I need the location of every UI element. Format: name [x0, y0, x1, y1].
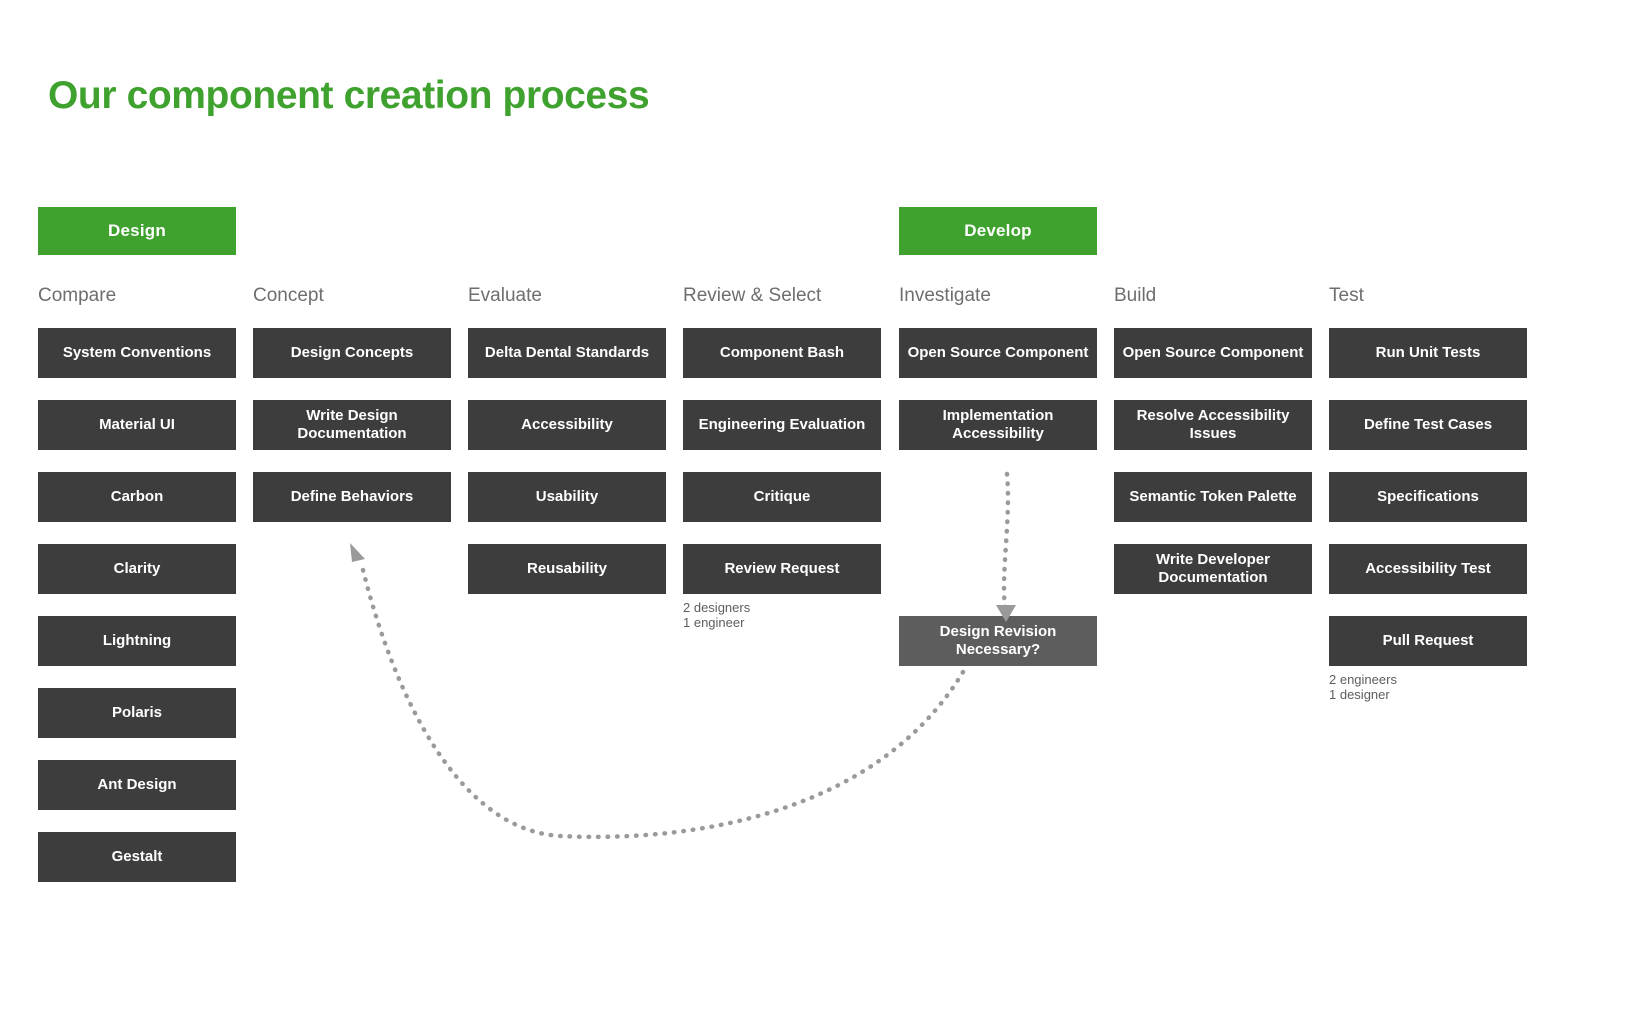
item-semantic-token-palette[interactable]: Semantic Token Palette [1114, 472, 1312, 522]
note-review-line-2: 1 engineer [683, 615, 745, 631]
item-accessibility-test[interactable]: Accessibility Test [1329, 544, 1527, 594]
item-component-bash[interactable]: Component Bash [683, 328, 881, 378]
item-define-behaviors[interactable]: Define Behaviors [253, 472, 451, 522]
column-evaluate: Evaluate Delta Dental Standards Accessib… [468, 286, 666, 616]
page-title: Our component creation process [48, 74, 650, 117]
item-clarity[interactable]: Clarity [38, 544, 236, 594]
arrowhead-up-left-icon [350, 543, 365, 562]
item-gestalt[interactable]: Gestalt [38, 832, 236, 882]
item-implementation-accessibility[interactable]: Implementation Accessibility [899, 400, 1097, 450]
column-concept: Concept Design Concepts Write Design Doc… [253, 286, 451, 544]
item-design-revision-necessary[interactable]: Design Revision Necessary? [899, 616, 1097, 666]
item-delta-dental-standards[interactable]: Delta Dental Standards [468, 328, 666, 378]
column-heading-investigate: Investigate [899, 285, 991, 306]
item-polaris[interactable]: Polaris [38, 688, 236, 738]
spacer-investigate-2 [899, 544, 1097, 594]
item-accessibility[interactable]: Accessibility [468, 400, 666, 450]
item-carbon[interactable]: Carbon [38, 472, 236, 522]
item-usability[interactable]: Usability [468, 472, 666, 522]
column-test: Test Run Unit Tests Define Test Cases Sp… [1329, 286, 1527, 703]
item-open-source-component-build[interactable]: Open Source Component [1114, 328, 1312, 378]
item-engineering-evaluation[interactable]: Engineering Evaluation [683, 400, 881, 450]
note-review-line-1: 2 designers [683, 600, 751, 615]
phase-banner-develop: Develop [899, 207, 1097, 255]
item-design-concepts[interactable]: Design Concepts [253, 328, 451, 378]
item-specifications[interactable]: Specifications [1329, 472, 1527, 522]
column-heading-compare: Compare [38, 285, 117, 306]
column-compare: Compare System Conventions Material UI C… [38, 286, 236, 904]
spacer-investigate-1 [899, 472, 1097, 522]
item-lightning[interactable]: Lightning [38, 616, 236, 666]
phase-banner-design: Design [38, 207, 236, 255]
item-pull-request[interactable]: Pull Request [1329, 616, 1527, 666]
item-write-design-documentation[interactable]: Write Design Documentation [253, 400, 451, 450]
item-material-ui[interactable]: Material UI [38, 400, 236, 450]
column-heading-build: Build [1114, 285, 1157, 306]
item-resolve-accessibility-issues[interactable]: Resolve Accessibility Issues [1114, 400, 1312, 450]
item-run-unit-tests[interactable]: Run Unit Tests [1329, 328, 1527, 378]
item-reusability[interactable]: Reusability [468, 544, 666, 594]
item-system-conventions[interactable]: System Conventions [38, 328, 236, 378]
item-define-test-cases[interactable]: Define Test Cases [1329, 400, 1527, 450]
phase-banner-develop-label: Develop [964, 221, 1032, 240]
note-test: 2 engineers 1 designer [1329, 672, 1527, 703]
note-review-select: 2 designers 1 engineer [683, 600, 881, 631]
column-build: Build Open Source Component Resolve Acce… [1114, 286, 1312, 616]
column-review-select: Review & Select Component Bash Engineeri… [683, 286, 881, 631]
item-ant-design[interactable]: Ant Design [38, 760, 236, 810]
note-test-line-2: 1 designer [1329, 687, 1390, 703]
item-write-developer-documentation[interactable]: Write Developer Documentation [1114, 544, 1312, 594]
note-test-line-1: 2 engineers [1329, 672, 1397, 687]
column-heading-test: Test [1329, 285, 1364, 306]
item-critique[interactable]: Critique [683, 472, 881, 522]
item-review-request[interactable]: Review Request [683, 544, 881, 594]
column-heading-concept: Concept [253, 285, 324, 306]
column-investigate: Investigate Open Source Component Implem… [899, 286, 1097, 688]
column-heading-evaluate: Evaluate [468, 285, 542, 306]
item-open-source-component-investigate[interactable]: Open Source Component [899, 328, 1097, 378]
phase-banner-design-label: Design [108, 221, 166, 240]
column-heading-review-select: Review & Select [683, 285, 822, 306]
